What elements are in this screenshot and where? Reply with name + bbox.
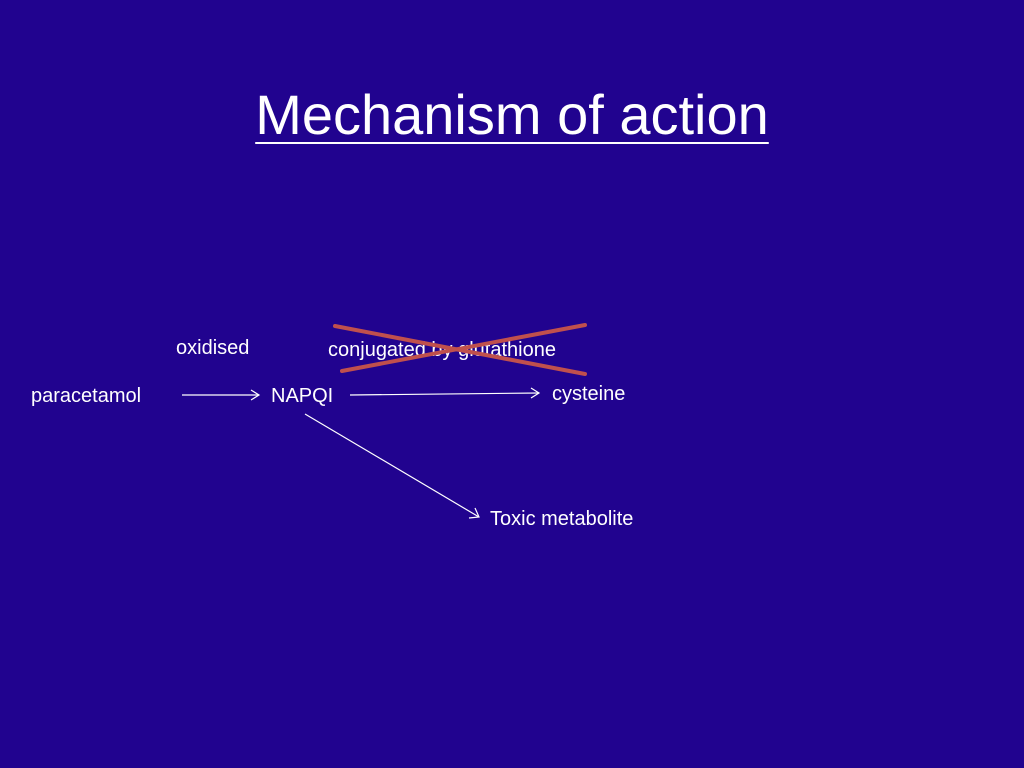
- slide-title: Mechanism of action: [0, 80, 1024, 150]
- node-toxic-metabolite: Toxic metabolite: [490, 508, 634, 530]
- edge-label-oxidised: oxidised: [176, 337, 250, 359]
- node-cysteine: cysteine: [552, 383, 626, 405]
- node-paracetamol: paracetamol: [31, 385, 142, 407]
- arrow-napqi-to-cysteine: [349, 387, 541, 399]
- slide-title-text: Mechanism of action: [255, 83, 769, 146]
- cross-out-mark: [333, 323, 587, 376]
- arrow-napqi-to-toxic-metabolite: [304, 413, 480, 519]
- arrow-paracetamol-to-napqi: [182, 389, 261, 401]
- node-napqi: NAPQI: [271, 385, 334, 407]
